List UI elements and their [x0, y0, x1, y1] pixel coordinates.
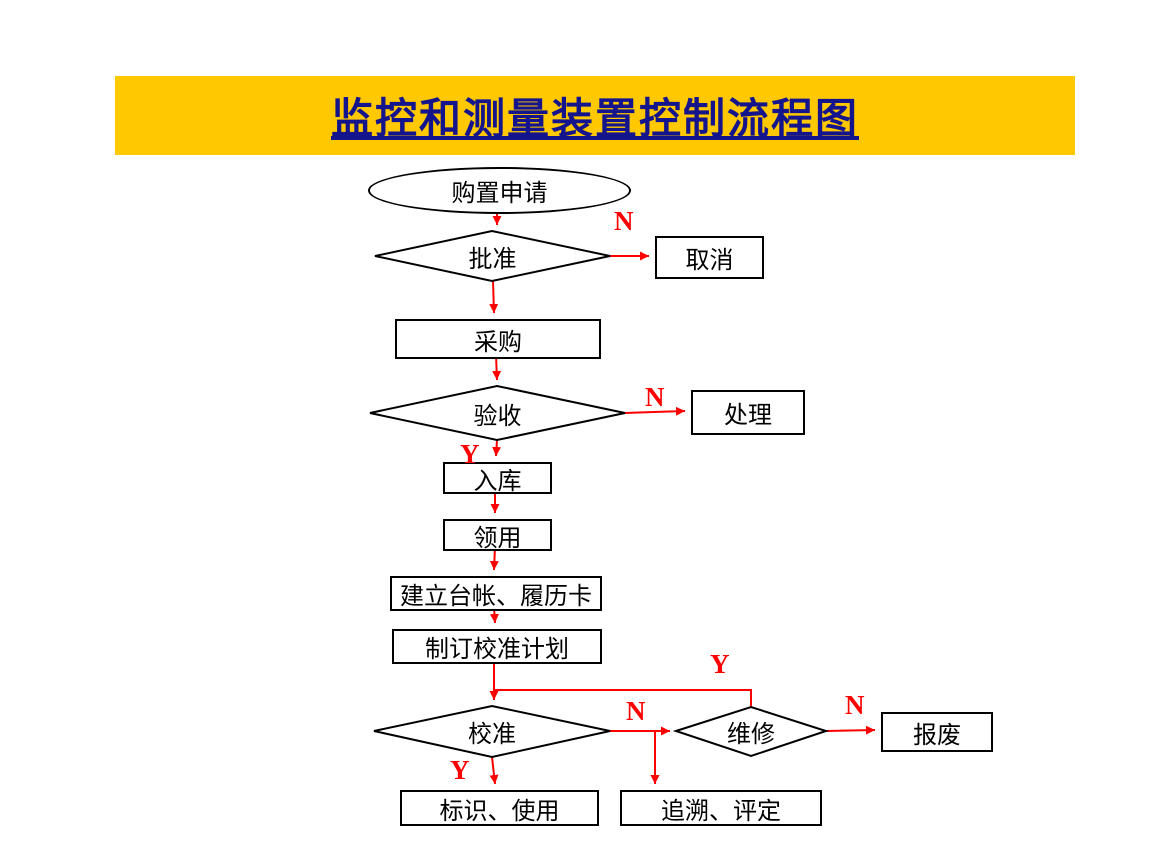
arrow-acceptance-to-warehouse	[492, 439, 502, 457]
approve-label: 批准	[468, 246, 517, 273]
label-calibrate-no: N	[626, 696, 646, 726]
arrow-acceptance-to-dispose	[624, 406, 686, 416]
calibrate-label: 校准	[468, 722, 516, 748]
label-repair-yes: Y	[710, 649, 730, 679]
arrow-approve-to-procure	[489, 280, 499, 314]
feedback-repair-yes-line	[494, 689, 752, 707]
arrow-repair-to-scrap	[825, 725, 876, 735]
approve-diamond	[374, 229, 611, 283]
purchase-request-node: 购置申请	[368, 167, 631, 214]
arrow-calibrate-to-labeluse	[489, 756, 499, 785]
scrap-node: 报废	[881, 712, 993, 752]
dispose-node: 处理	[691, 390, 805, 435]
acceptance-label: 验收	[473, 403, 522, 430]
label-use-node: 标识、使用	[400, 790, 599, 826]
repair-diamond	[672, 705, 830, 758]
calibrate-diamond	[373, 704, 611, 759]
page-title: 监控和测量装置控制流程图	[330, 97, 859, 143]
repair-label: 维修	[727, 722, 775, 748]
label-acceptance-yes: Y	[460, 439, 480, 469]
label-repair-no: N	[845, 690, 865, 720]
calibration-plan-node: 制订校准计划	[392, 629, 602, 664]
arrow-procure-to-acceptance	[492, 354, 502, 381]
label-approve-no: N	[614, 206, 634, 236]
acceptance-diamond	[369, 384, 626, 442]
procure-node: 采购	[395, 319, 601, 359]
trace-evaluate-node: 追溯、评定	[620, 790, 822, 826]
title-banner: 监控和测量装置控制流程图	[115, 76, 1075, 155]
label-calibrate-yes: Y	[450, 755, 470, 785]
requisition-node: 领用	[443, 519, 552, 552]
label-acceptance-no: N	[645, 382, 665, 412]
cancel-node: 取消	[655, 236, 764, 279]
warehouse-in-node: 入库	[443, 462, 552, 495]
ledger-node: 建立台帐、履历卡	[390, 576, 602, 611]
